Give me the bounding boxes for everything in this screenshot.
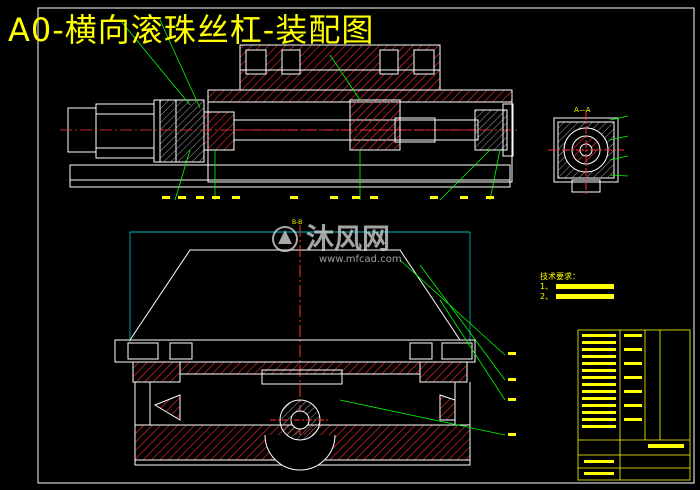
watermark-url: www.mfcad.com <box>319 254 402 265</box>
watermark: 沐风网 <box>270 224 390 254</box>
tech-notes-heading: 技术要求： <box>540 272 580 281</box>
section-a-a-view <box>548 112 629 196</box>
section-label: A—A <box>574 106 591 114</box>
bottom-side-view <box>114 225 516 471</box>
drawing-title: A0-横向滚珠丝杠-装配图 <box>8 11 375 49</box>
title-block-rows <box>582 334 684 475</box>
drawing-border <box>37 7 695 484</box>
tech-notes: 技术要求： 1、 2、 <box>540 272 615 302</box>
top-assembly-view <box>60 19 520 201</box>
tech-note-item: 1、 <box>540 282 615 292</box>
elevation-mark: B-B <box>292 219 302 226</box>
tech-note-item: 2、 <box>540 292 615 302</box>
title-block <box>577 329 691 481</box>
watermark-text: 沐风网 <box>306 222 391 255</box>
watermark-logo-icon <box>272 226 298 252</box>
